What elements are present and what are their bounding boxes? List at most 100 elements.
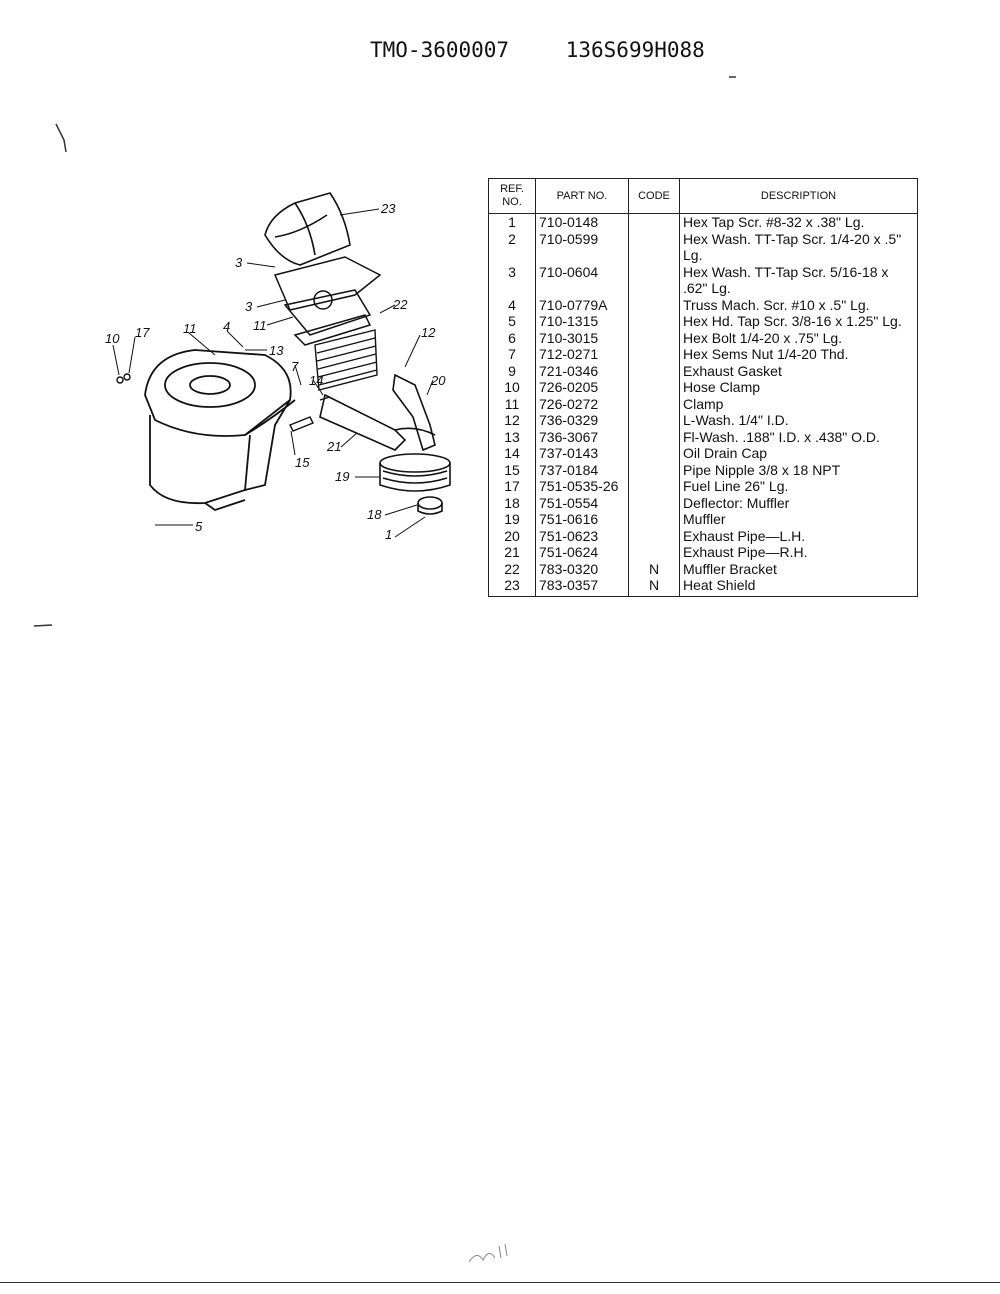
description-cell: L-Wash. 1/4" I.D. <box>679 412 918 429</box>
ref-cell: 19 <box>488 511 536 528</box>
code-cell <box>628 527 680 544</box>
part-no-cell: 721-0346 <box>535 362 629 379</box>
callout-4: 4 <box>223 319 230 334</box>
callout-1: 1 <box>385 527 392 542</box>
callout-22: 22 <box>392 297 408 312</box>
code-cell <box>628 461 680 478</box>
engine-drawing <box>144 349 296 511</box>
ref-cell: 10 <box>488 379 536 396</box>
muffler-bracket-drawing <box>273 256 382 346</box>
callout-15: 15 <box>295 455 310 470</box>
table-header-row: REF. NO. PART NO. CODE DESCRIPTION <box>488 178 918 214</box>
callout-20: 20 <box>430 373 446 388</box>
code-cell <box>628 445 680 462</box>
page-bottom-rule <box>0 1282 1000 1283</box>
code-cell: N <box>628 577 680 597</box>
leader-lines <box>112 208 434 538</box>
heat-shield-drawing <box>264 192 351 266</box>
header-code: CODE <box>628 178 680 214</box>
muffler-bracket-ribs <box>314 329 378 391</box>
callout-18: 18 <box>367 507 382 522</box>
ref-cell: 7 <box>488 346 536 363</box>
ref-cell: 11 <box>488 395 536 412</box>
part-no-cell: 710-0599 <box>535 230 629 264</box>
description-cell: Hex Bolt 1/4-20 x .75" Lg. <box>679 329 918 346</box>
description-cell: Muffler <box>679 511 918 528</box>
callout-3a: 3 <box>235 255 243 270</box>
callout-3b: 3 <box>245 299 253 314</box>
callout-10: 10 <box>105 331 120 346</box>
callout-11a: 11 <box>253 318 267 333</box>
description-cell: Hose Clamp <box>679 379 918 396</box>
code-cell <box>628 511 680 528</box>
part-no-cell: 712-0271 <box>535 346 629 363</box>
exploded-parts-diagram: 23 3 3 11 22 10 17 11 4 13 12 7 20 14 21… <box>105 192 451 542</box>
code-cell <box>628 313 680 330</box>
callout-11b: 11 <box>183 321 197 336</box>
part-no-cell: 726-0272 <box>535 395 629 412</box>
code-cell <box>628 412 680 429</box>
code-cell <box>628 230 680 264</box>
ref-cell: 14 <box>488 445 536 462</box>
ref-cell: 9 <box>488 362 536 379</box>
ref-cell: 20 <box>488 527 536 544</box>
callout-14: 14 <box>309 373 323 388</box>
ref-cell: 17 <box>488 478 536 495</box>
part-no-cell: 710-0779A <box>535 296 629 313</box>
code-cell <box>628 346 680 363</box>
description-cell: Exhaust Pipe—R.H. <box>679 544 918 561</box>
parts-code: 136S699H088 <box>565 38 705 62</box>
part-no-cell: 751-0623 <box>535 527 629 544</box>
ref-cell: 13 <box>488 428 536 445</box>
description-cell: Oil Drain Cap <box>679 445 918 462</box>
description-cell: Hex Tap Scr. #8-32 x .38" Lg. <box>679 213 918 231</box>
ref-cell: 4 <box>488 296 536 313</box>
part-no-cell: 737-0184 <box>535 461 629 478</box>
code-cell <box>628 362 680 379</box>
description-cell: Fuel Line 26" Lg. <box>679 478 918 495</box>
model-code: TMO-3600007 <box>370 38 510 62</box>
scan-mark <box>468 1243 508 1263</box>
scan-mark <box>33 624 53 627</box>
callout-12: 12 <box>421 325 436 340</box>
code-cell <box>628 213 680 231</box>
code-cell <box>628 395 680 412</box>
part-no-cell: 710-3015 <box>535 329 629 346</box>
ref-cell: 6 <box>488 329 536 346</box>
code-cell: N <box>628 560 680 577</box>
part-no-cell: 737-0143 <box>535 445 629 462</box>
exhaust-pipes-drawing <box>319 373 436 452</box>
description-cell: Pipe Nipple 3/8 x 18 NPT <box>679 461 918 478</box>
code-cell <box>628 544 680 561</box>
part-no-cell: 751-0616 <box>535 511 629 528</box>
ref-cell: 23 <box>488 577 536 597</box>
ref-cell: 18 <box>488 494 536 511</box>
code-cell <box>628 296 680 313</box>
ref-cell: 12 <box>488 412 536 429</box>
description-cell: Deflector: Muffler <box>679 494 918 511</box>
part-no-cell: 710-0148 <box>535 213 629 231</box>
description-cell: Hex Wash. TT-Tap Scr. 5/16-18 x .62" Lg. <box>679 263 918 297</box>
code-cell <box>628 428 680 445</box>
description-cell: Heat Shield <box>679 577 918 597</box>
code-cell <box>628 379 680 396</box>
muffler-drawing <box>379 453 451 515</box>
